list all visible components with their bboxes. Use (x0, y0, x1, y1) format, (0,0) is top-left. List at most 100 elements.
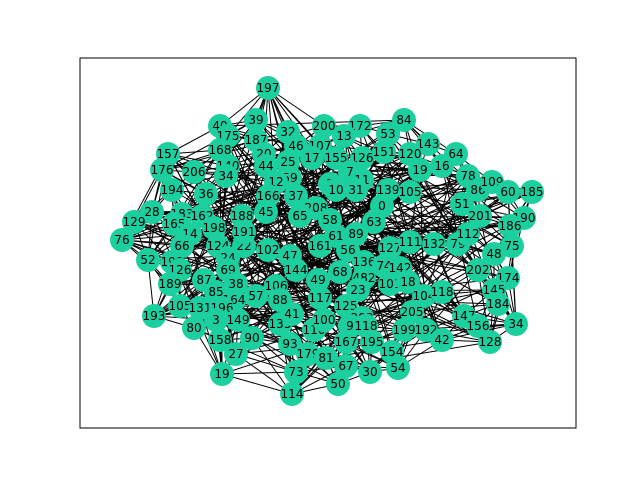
graph-node: 73 (284, 360, 308, 384)
graph-node-circle (308, 234, 332, 258)
graph-node: 74 (372, 254, 396, 278)
graph-node-label: 50 (330, 377, 345, 391)
graph-node-label: 76 (114, 233, 129, 247)
graph-node-label: 66 (174, 239, 189, 253)
graph-node-label: 185 (521, 185, 544, 199)
graph-node-label: 143 (417, 137, 440, 151)
graph-node-label: 195 (361, 335, 384, 349)
graph-node-label: 194 (161, 183, 184, 197)
graph-node-circle (400, 300, 424, 324)
graph-node-circle (296, 342, 320, 366)
graph-node-label: 93 (282, 337, 297, 351)
graph-node: 176 (150, 158, 174, 182)
graph-node-circle (372, 140, 396, 164)
graph-node: 167 (334, 330, 358, 354)
graph-edge (267, 87, 321, 147)
graph-node-label: 191 (233, 225, 256, 239)
graph-node: 50 (326, 372, 350, 396)
graph-node: 53 (376, 122, 400, 146)
graph-node-label: 132 (423, 237, 446, 251)
graph-node-label: 172 (349, 119, 372, 133)
graph-node-circle (392, 318, 416, 342)
graph-node: 75 (500, 234, 524, 258)
graph-node: 80 (182, 316, 206, 340)
graph-edge (361, 157, 513, 247)
graph-edge (313, 329, 399, 369)
graph-node-label: 38 (228, 277, 243, 291)
graph-node-label: 68 (332, 265, 347, 279)
graph-node-circle (520, 180, 544, 204)
graph-edge (291, 341, 347, 395)
graph-node-circle (194, 182, 218, 206)
graph-node-label: 154 (381, 345, 404, 359)
graph-node-circle (226, 308, 250, 332)
graph-node-label: 9 (346, 319, 354, 333)
graph-node-label: 206 (183, 165, 206, 179)
graph-node: 161 (308, 234, 332, 258)
graph-node-label: 80 (186, 321, 201, 335)
graph-node: 30 (358, 360, 382, 384)
graph-node: 128 (478, 330, 502, 354)
graph-node: 101 (378, 272, 402, 296)
graph-node-label: 111 (399, 235, 422, 249)
graph-node: 206 (182, 160, 206, 184)
graph-node-label: 120 (399, 147, 422, 161)
graph-node-label: 78 (460, 169, 475, 183)
graph-node-label: 19 (412, 163, 427, 177)
graph-node-circle (466, 258, 490, 282)
graph-node: 52 (136, 248, 160, 272)
graph-node: 60 (496, 180, 520, 204)
graph-node-label: 0 (378, 199, 386, 213)
graph-node: 3 (204, 308, 228, 332)
graph-node: 54 (386, 356, 410, 380)
graph-node-label: 28 (144, 205, 159, 219)
graph-node-label: 200 (313, 119, 336, 133)
graph-node-label: 61 (328, 229, 343, 243)
graph-node-label: 57 (248, 289, 263, 303)
graph-node: 201 (468, 204, 492, 228)
graph-node-circle (280, 382, 304, 406)
graph-node-label: 25 (280, 155, 295, 169)
graph-node-label: 189 (159, 277, 182, 291)
graph-node-label: 90 (244, 331, 259, 345)
graph-node: 42 (430, 328, 454, 352)
graph-node: 19 (408, 158, 432, 182)
graph-edge (409, 169, 421, 243)
graph-node: 186 (498, 214, 522, 238)
graph-node-circle (324, 178, 348, 202)
graph-node-label: 188 (231, 209, 254, 223)
graph-node-label: 192 (415, 323, 438, 337)
graph-node-circle (358, 360, 382, 384)
graph-node-label: 155 (325, 151, 348, 165)
graph-node: 19 (210, 362, 234, 386)
graph-node-label: 101 (379, 277, 402, 291)
graph-node: 34 (214, 164, 238, 188)
graph-node-label: 197 (257, 81, 280, 95)
graph-node-label: 105 (399, 185, 422, 199)
graph-node-circle (284, 258, 308, 282)
graph-node-label: 199 (393, 323, 416, 337)
graph-node-circle (210, 362, 234, 386)
graph-node-circle (244, 284, 268, 308)
graph-node: 41 (280, 302, 304, 326)
graph-node-label: 65 (292, 209, 307, 223)
graph-node-label: 16 (434, 159, 449, 173)
graph-node-circle (376, 122, 400, 146)
graph-node: 10 (324, 178, 348, 202)
graph-node-label: 179 (297, 347, 320, 361)
graph-node-label: 42 (434, 333, 449, 347)
graph-node-label: 48 (486, 247, 501, 261)
graph-node: 28 (140, 200, 164, 224)
graph-node-circle (396, 270, 420, 294)
graph-node-label: 51 (454, 197, 469, 211)
graph-node-label: 118 (431, 285, 454, 299)
graph-node-circle (392, 108, 416, 132)
graph-node: 0 (370, 194, 394, 218)
graph-node-label: 54 (390, 361, 405, 375)
graph-node-circle (334, 354, 358, 378)
graph-node-label: 151 (373, 145, 396, 159)
graph-node-label: 46 (288, 139, 303, 153)
graph-node: 151 (372, 140, 396, 164)
graph-node-circle (482, 242, 506, 266)
graph-node-circle (416, 132, 440, 156)
